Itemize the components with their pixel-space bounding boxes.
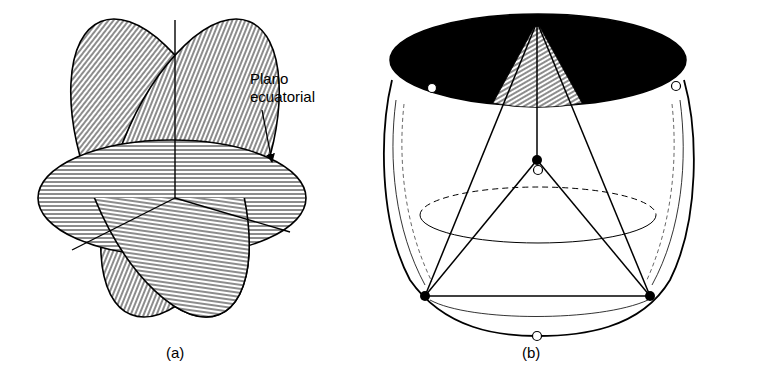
planes-figure — [34, 0, 316, 341]
figure-letter: (b) — [522, 344, 540, 362]
figure-letter: (a) — [166, 344, 184, 362]
sphere-figure — [384, 14, 694, 341]
plane-label: Plano ecuatorial — [250, 70, 340, 106]
